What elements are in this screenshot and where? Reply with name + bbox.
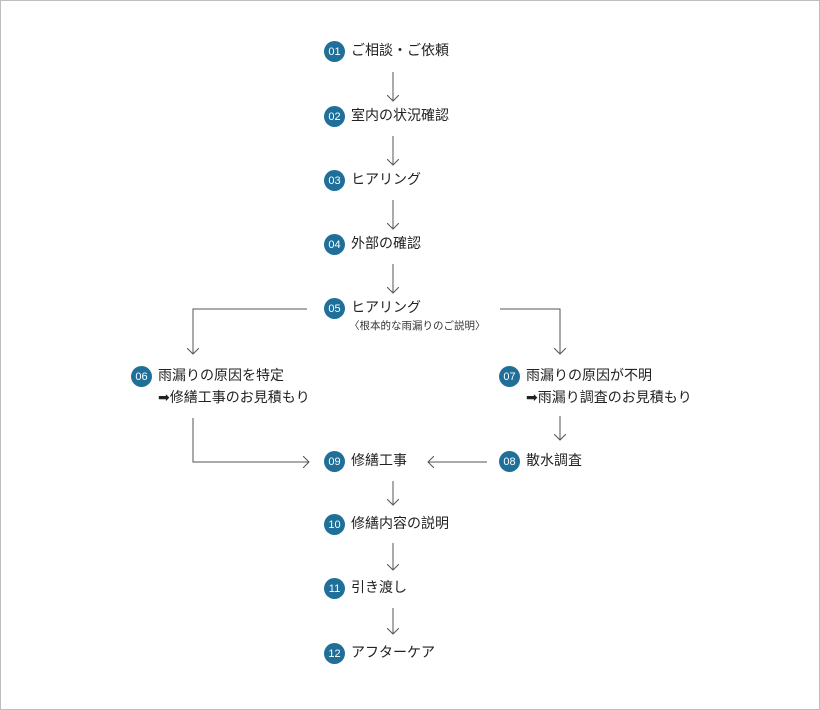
step-number-badge: 07 [499, 366, 520, 387]
step-11: 11 引き渡し [324, 578, 407, 599]
step-07: 07 雨漏りの原因が不明 ➡雨漏り調査のお見積もり [499, 365, 692, 409]
step-label: アフターケア [351, 645, 435, 661]
step-number-badge: 08 [499, 451, 520, 472]
step-number-badge: 12 [324, 643, 345, 664]
step-label: ご相談・ご依頼 [351, 43, 449, 59]
step-label-secondary: ➡修繕工事のお見積もり [158, 390, 310, 406]
step-label: 外部の確認 [351, 236, 421, 252]
step-10: 10 修繕内容の説明 [324, 514, 449, 535]
step-09: 09 修繕工事 [324, 451, 407, 472]
step-number-badge: 05 [324, 298, 345, 319]
arrow-05-06 [193, 308, 307, 354]
step-note: 〈根本的な雨漏りのご説明〉 [349, 320, 486, 332]
step-number-badge: 04 [324, 234, 345, 255]
step-label-secondary: ➡雨漏り調査のお見積もり [526, 390, 692, 406]
step-number-badge: 06 [131, 366, 152, 387]
step-number-badge: 11 [324, 578, 345, 599]
step-label: 室内の状況確認 [351, 108, 449, 124]
arrow-06-09 [192, 418, 309, 462]
step-06: 06 雨漏りの原因を特定 ➡修繕工事のお見積もり [131, 365, 310, 409]
step-label: ヒアリング [351, 172, 421, 188]
step-label: 引き渡し [351, 580, 407, 596]
step-number-badge: 01 [324, 41, 345, 62]
step-12: 12 アフターケア [324, 643, 435, 664]
arrow-05-07 [500, 308, 560, 354]
step-label: 修繕内容の説明 [351, 516, 449, 532]
step-label: 散水調査 [526, 453, 582, 469]
step-05: 05 ヒアリング 〈根本的な雨漏りのご説明〉 [324, 298, 486, 333]
step-01: 01 ご相談・ご依頼 [324, 41, 449, 62]
step-04: 04 外部の確認 [324, 234, 421, 255]
step-label: 雨漏りの原因を特定 [158, 368, 284, 384]
step-label: 修繕工事 [351, 453, 407, 469]
step-number-badge: 02 [324, 106, 345, 127]
step-number-badge: 03 [324, 170, 345, 191]
step-02: 02 室内の状況確認 [324, 106, 449, 127]
step-number-badge: 09 [324, 451, 345, 472]
step-label: ヒアリング [351, 300, 421, 316]
step-03: 03 ヒアリング [324, 170, 421, 191]
step-08: 08 散水調査 [499, 451, 582, 472]
step-number-badge: 10 [324, 514, 345, 535]
step-label: 雨漏りの原因が不明 [526, 368, 652, 384]
